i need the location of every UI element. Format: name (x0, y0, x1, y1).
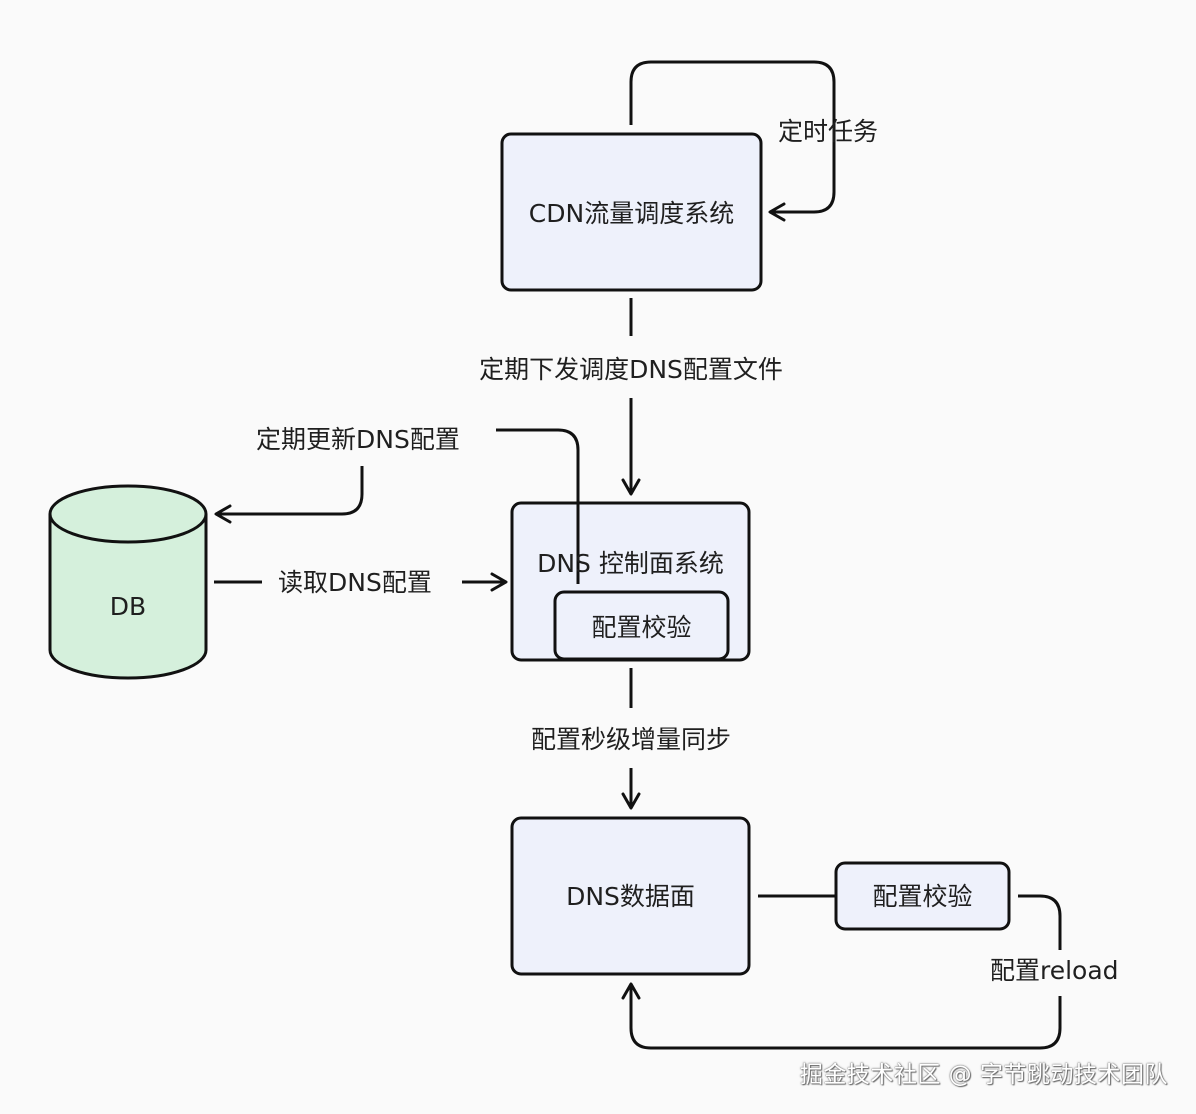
cdn-system-label: CDN流量调度系统 (528, 199, 735, 228)
reload-edge-top (1018, 894, 1062, 950)
cdn-system-box (500, 132, 763, 292)
reload-label: 配置reload (990, 956, 1119, 985)
reload-edge-bottom (621, 982, 1062, 1050)
push-config-label: 定期下发调度DNS配置文件 (479, 355, 783, 384)
control-check-label: 配置校验 (591, 613, 692, 642)
update-db-label: 定期更新DNS配置 (256, 425, 460, 454)
update-db-edge (496, 428, 580, 584)
cron-label: 定时任务 (778, 117, 879, 146)
data-check-box (834, 861, 1011, 931)
update-db-edge-tail (214, 466, 364, 524)
cron-loop-arrow (629, 60, 836, 222)
db-cylinder-top (48, 484, 208, 544)
dns-data-plane-box (510, 816, 751, 976)
dns-control-plane-label: DNS 控制面系统 (537, 549, 724, 578)
db-cylinder-body (48, 514, 208, 680)
sync-label: 配置秒级增量同步 (530, 725, 731, 754)
data-check-label: 配置校验 (872, 882, 973, 911)
db-label: DB (109, 592, 147, 621)
read-db-label: 读取DNS配置 (278, 568, 432, 597)
dns-data-plane-label: DNS数据面 (566, 882, 695, 911)
control-check-box (553, 590, 730, 661)
watermark: 掘金技术社区 @ 字节跳动技术团队 (799, 1062, 1168, 1088)
